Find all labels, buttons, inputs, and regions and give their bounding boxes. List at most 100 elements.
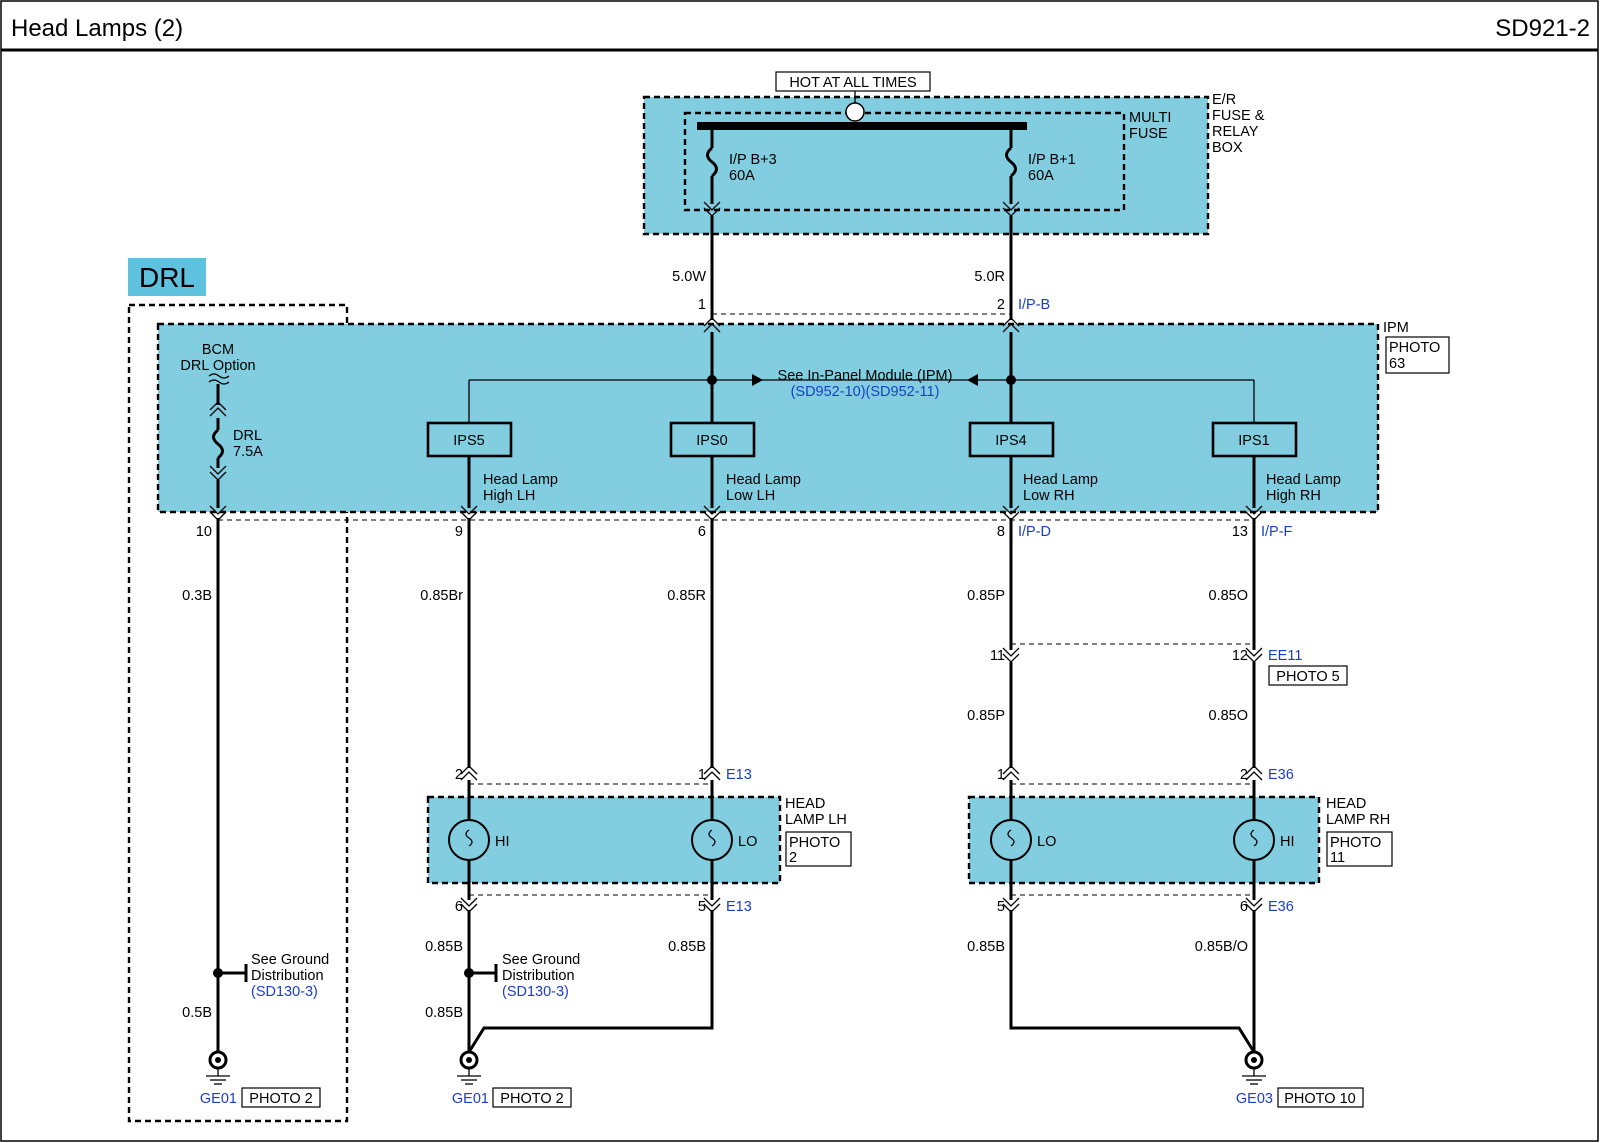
wire-label: 0.85P [967, 708, 1005, 724]
ipm-reference-link[interactable]: (SD952-10)(SD952-11) [791, 384, 940, 400]
connector-ipf[interactable]: I/P-F [1261, 524, 1293, 540]
er-box-label-1: E/R [1212, 92, 1236, 108]
busbar [697, 122, 1027, 130]
ground-reference-link-1[interactable]: (SD130-3) [251, 984, 318, 1000]
pin-label: 1 [997, 767, 1005, 783]
hl-high-rh-2: High RH [1266, 488, 1321, 504]
er-box-label-4: BOX [1212, 140, 1243, 156]
diagram-code: SD921-2 [1495, 15, 1590, 42]
ground-reference-link-2[interactable]: (SD130-3) [502, 984, 569, 1000]
connector-e36-top[interactable]: E36 [1268, 767, 1294, 783]
see-ground-text-1: See Ground [251, 952, 329, 968]
photo-label: PHOTO 10 [1284, 1091, 1355, 1107]
connector-ipd[interactable]: I/P-D [1018, 524, 1051, 540]
pin-label: 10 [196, 524, 212, 540]
ips1-label: IPS1 [1238, 433, 1269, 449]
fuse-ipb3-icon [706, 146, 718, 178]
pin-label: 1 [698, 767, 706, 783]
drl-fuse-name: DRL [233, 428, 262, 444]
page-title: Head Lamps (2) [11, 15, 183, 42]
wire-085b-lo-lh [467, 910, 714, 1053]
see-ground-text-1: See Ground [502, 952, 580, 968]
wire-5-0w-label: 5.0W [672, 269, 706, 285]
head-lamp-lh-label-2: LAMP LH [785, 812, 847, 828]
drl-fuse-icon [212, 428, 224, 460]
pin-label: 6 [698, 524, 706, 540]
multi-fuse-border [683, 111, 1126, 212]
pin-label: 6 [455, 899, 463, 915]
ips4-label: IPS4 [995, 433, 1026, 449]
fuse-ipb3-rating: 60A [729, 168, 755, 184]
bulb-hi-lh-icon [448, 819, 490, 861]
drl-region-border [127, 303, 349, 1123]
ips5-label: IPS5 [453, 433, 484, 449]
head-lamp-lh-label-1: HEAD [785, 796, 825, 812]
pin-label: 6 [1240, 899, 1248, 915]
ips0-label: IPS0 [696, 433, 727, 449]
ground-ge01-b[interactable]: GE01 [452, 1091, 489, 1107]
er-box-label-2: FUSE & [1212, 108, 1265, 124]
connector-e13-bottom[interactable]: E13 [726, 899, 752, 915]
hl-low-rh-2: Low RH [1023, 488, 1075, 504]
photo-number: 11 [1330, 850, 1345, 866]
multi-fuse-label-1: MULTI [1129, 110, 1171, 126]
power-source-icon [845, 102, 865, 122]
see-ipm-text: See In-Panel Module (IPM) [778, 368, 953, 384]
ground-icon [1242, 1050, 1266, 1085]
wire-label: 0.5B [182, 1005, 212, 1021]
ipm-photo-label: PHOTO [1389, 340, 1440, 356]
connector-ipb[interactable]: I/P-B [1018, 297, 1050, 313]
photo-label: PHOTO [789, 835, 840, 851]
connector-e36-bottom[interactable]: E36 [1268, 899, 1294, 915]
pin-label: 5 [997, 899, 1005, 915]
bulb-lo-label: LO [1037, 834, 1056, 850]
wire-label: 0.85P [967, 588, 1005, 604]
wire-label: 0.85B [967, 939, 1005, 955]
ipm-box [158, 324, 1378, 512]
hl-low-lh-1: Head Lamp [726, 472, 801, 488]
splice-dot [707, 375, 717, 385]
pin-label: 2 [455, 767, 463, 783]
head-lamp-lh-border [426, 795, 782, 885]
hot-at-all-times: HOT AT ALL TIMES [789, 75, 916, 91]
wire-085b-lo-rh [1009, 910, 1256, 1053]
ipm-photo-number: 63 [1389, 356, 1405, 372]
bulb-hi-label: HI [1280, 834, 1295, 850]
pin-label: 12 [1232, 648, 1248, 664]
see-ground-text-2: Distribution [502, 968, 575, 984]
er-box-border [642, 95, 1210, 236]
ground-icon [206, 1050, 230, 1085]
wire-5-0r-label: 5.0R [974, 269, 1005, 285]
bulb-hi-label: HI [495, 834, 510, 850]
ipm-photo-box [1385, 336, 1450, 374]
wire-label: 0.85B [668, 939, 706, 955]
pin-label: 13 [1232, 524, 1248, 540]
photo-number: 2 [789, 850, 797, 866]
drl-title-box [128, 258, 206, 296]
connector-e13-top[interactable]: E13 [726, 767, 752, 783]
multi-fuse-label-2: FUSE [1129, 126, 1168, 142]
wire-label: 0.85B [425, 1005, 463, 1021]
splice-dot [1006, 375, 1016, 385]
pin-label: 9 [455, 524, 463, 540]
wire-label: 0.85O [1209, 708, 1249, 724]
ground-ge01-a[interactable]: GE01 [200, 1091, 237, 1107]
ipm-label: IPM [1383, 320, 1409, 336]
ground-icon [457, 1050, 481, 1085]
drl-title: DRL [139, 262, 195, 293]
see-ground-text-2: Distribution [251, 968, 324, 984]
ground-ge03[interactable]: GE03 [1236, 1091, 1273, 1107]
fuse-ipb1-name: I/P B+1 [1028, 152, 1076, 168]
hl-low-rh-1: Head Lamp [1023, 472, 1098, 488]
hot-at-all-times-box [775, 71, 931, 92]
bcm-label: BCM [202, 342, 234, 358]
photo-label: PHOTO [1330, 835, 1381, 851]
pin-label: 8 [997, 524, 1005, 540]
connector-ee11[interactable]: EE11 [1268, 648, 1302, 664]
fuse-ipb1-rating: 60A [1028, 168, 1054, 184]
arrow-left-icon [967, 374, 978, 386]
pin-label: 5 [698, 899, 706, 915]
